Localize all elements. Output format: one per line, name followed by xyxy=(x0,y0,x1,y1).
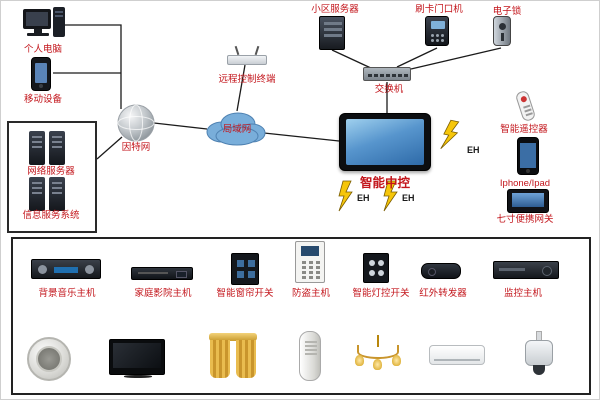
switch-label: 交换机 xyxy=(374,84,404,95)
community-server-label: 小区服务器 xyxy=(311,4,359,15)
light-switch-icon xyxy=(363,253,389,283)
curtain-switch-icon xyxy=(231,253,259,285)
door-machine-icon xyxy=(425,16,449,46)
chandelier-bulb xyxy=(392,355,401,366)
eh-label-2: EH xyxy=(402,193,415,203)
curtain-left-drape xyxy=(210,340,230,378)
portable-gateway-icon xyxy=(507,189,549,213)
electronic-lock-icon xyxy=(493,16,511,46)
theater-host-icon xyxy=(131,267,193,280)
door-machine-label: 刷卡门口机 xyxy=(415,4,463,15)
air-conditioner-icon xyxy=(429,345,485,365)
monitor-host-icon xyxy=(493,261,559,279)
ir-repeater-icon xyxy=(421,263,461,279)
music-host-label: 背景音乐主机 xyxy=(38,288,96,299)
curtain-rod xyxy=(209,333,257,341)
tv-stand xyxy=(124,375,152,378)
wireless-bolt-icons xyxy=(338,119,460,212)
desktop-pc-icon xyxy=(23,7,67,41)
music-host-icon xyxy=(31,259,101,279)
chandelier-icon xyxy=(355,335,401,375)
network-server-icon xyxy=(27,131,67,165)
ceiling-speaker-icon xyxy=(27,337,71,381)
mobile-device-icon xyxy=(31,57,51,91)
internet-globe-icon xyxy=(117,104,155,142)
theater-host-label: 家庭影院主机 xyxy=(134,288,192,299)
smart-remote-label: 智能遥控器 xyxy=(500,124,548,135)
router-antenna-right xyxy=(254,45,260,56)
security-host-label: 防盗主机 xyxy=(291,288,330,299)
pc-stand xyxy=(34,29,42,33)
router-body xyxy=(227,55,267,65)
central-control-label: 智能中控 xyxy=(359,176,410,190)
pc-label: 个人电脑 xyxy=(23,44,62,55)
camera-body xyxy=(525,340,553,366)
lan-cloud-icon xyxy=(206,112,266,146)
internet-label: 因特网 xyxy=(121,142,151,153)
curtain-icon xyxy=(209,333,257,379)
community-server-icon xyxy=(319,16,345,50)
iphone-ipad-label: Iphone/Ipad xyxy=(499,178,551,189)
remote-terminal-icon xyxy=(227,45,267,65)
pc-tower xyxy=(53,7,65,37)
chandelier-stem xyxy=(377,335,379,347)
tv-screen xyxy=(113,343,161,368)
security-host-icon xyxy=(295,241,325,283)
chandelier-arm xyxy=(357,345,399,359)
chandelier-bulb xyxy=(355,355,364,366)
router-antenna-left xyxy=(234,45,240,56)
curtain-right-drape xyxy=(236,340,256,378)
network-switch-icon xyxy=(363,67,411,81)
pc-monitor xyxy=(23,9,51,29)
camera-lens xyxy=(533,365,545,375)
pc-base xyxy=(27,33,49,36)
monitor-host-label: 监控主机 xyxy=(503,288,542,299)
chandelier-bulb xyxy=(373,359,382,370)
central-control-icon xyxy=(339,113,431,171)
security-sensor-icon xyxy=(299,331,321,381)
electronic-lock-label: 电子锁 xyxy=(492,6,522,17)
info-system-icon xyxy=(27,177,67,211)
mobile-label: 移动设备 xyxy=(23,94,62,105)
eh-label-3: EH xyxy=(467,145,480,155)
tv-icon xyxy=(109,339,165,378)
info-system-label: 信息服务系统 xyxy=(22,210,80,221)
portable-gateway-label: 七寸便携网关 xyxy=(496,214,554,225)
remote-terminal-label: 远程控制终端 xyxy=(218,74,276,85)
ir-repeater-label: 红外转发器 xyxy=(419,288,467,299)
eh-label-1: EH xyxy=(357,193,370,203)
ptz-camera-icon xyxy=(521,331,557,381)
iphone-ipad-icon xyxy=(517,137,539,175)
lan-label: 局域网 xyxy=(222,124,252,135)
network-server-label: 网络服务器 xyxy=(27,166,75,177)
curtain-switch-label: 智能窗帘开关 xyxy=(216,288,274,299)
light-switch-label: 智能灯控开关 xyxy=(352,288,410,299)
tablet-screen xyxy=(346,119,424,165)
